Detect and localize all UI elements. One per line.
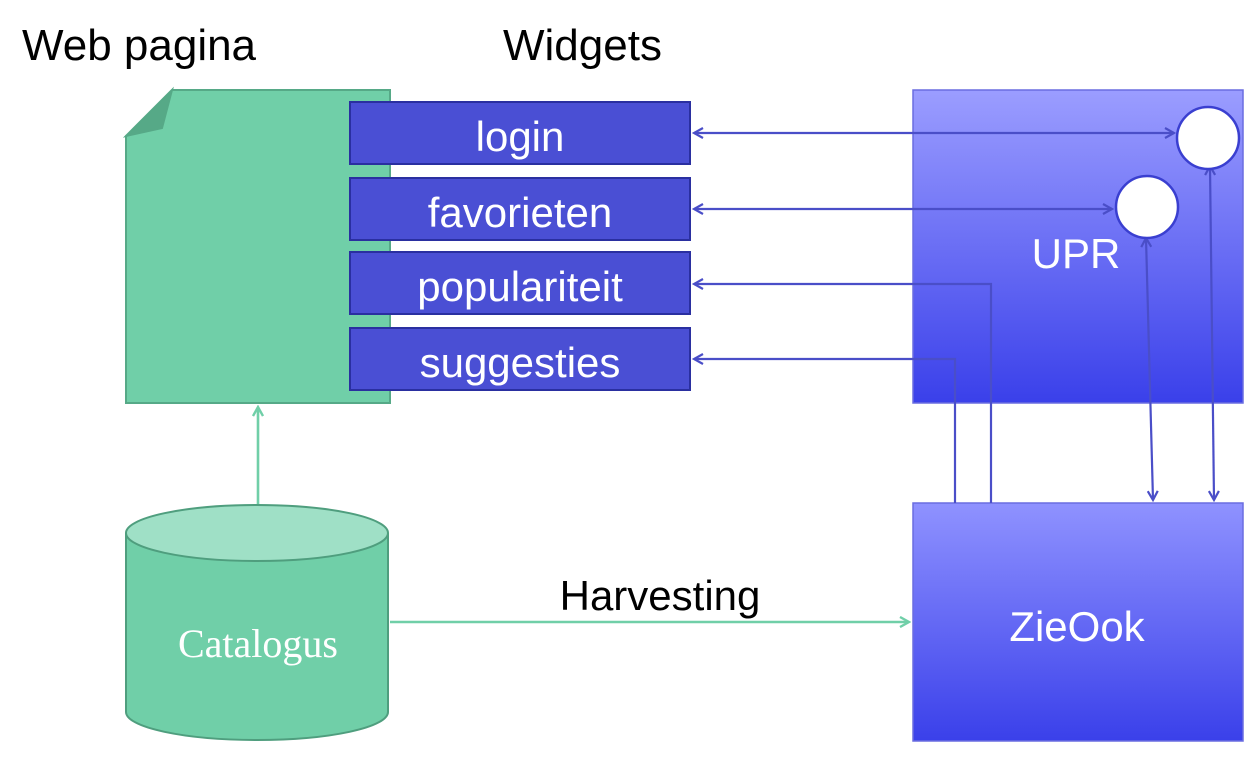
widget-login-label: login xyxy=(476,113,565,160)
upr-zieook-arrow-left xyxy=(1146,238,1153,500)
zieook-suggesties-arrow xyxy=(694,359,957,503)
upr-label: UPR xyxy=(1032,230,1121,277)
widget-favorieten-label: favorieten xyxy=(428,189,612,236)
widget-populariteit[interactable]: populariteit xyxy=(349,251,691,315)
widget-suggesties[interactable]: suggesties xyxy=(349,327,691,391)
connector-lines xyxy=(694,133,1214,503)
widget-favorieten[interactable]: favorieten xyxy=(349,177,691,241)
catalog-database: Catalogus xyxy=(125,504,389,741)
widget-login[interactable]: login xyxy=(349,101,691,165)
widgets-heading: Widgets xyxy=(503,21,662,70)
upr-zieook-arrow-right xyxy=(1210,166,1214,500)
catalog-top xyxy=(125,504,389,562)
zieook-populariteit-arrow xyxy=(694,284,993,503)
zieook-label: ZieOok xyxy=(1009,603,1145,650)
web-page-heading: Web pagina xyxy=(22,21,257,70)
web-page-document xyxy=(122,86,391,404)
page-corner-fold xyxy=(122,86,174,138)
upr-favorieten-endpoint xyxy=(1114,174,1180,240)
zieook-box: ZieOok xyxy=(912,502,1244,742)
upr-login-endpoint xyxy=(1175,105,1241,171)
widget-suggesties-label: suggesties xyxy=(420,339,621,386)
catalog-label: Catalogus xyxy=(178,621,338,666)
harvesting-label: Harvesting xyxy=(560,572,761,619)
widget-populariteit-label: populariteit xyxy=(417,263,623,310)
